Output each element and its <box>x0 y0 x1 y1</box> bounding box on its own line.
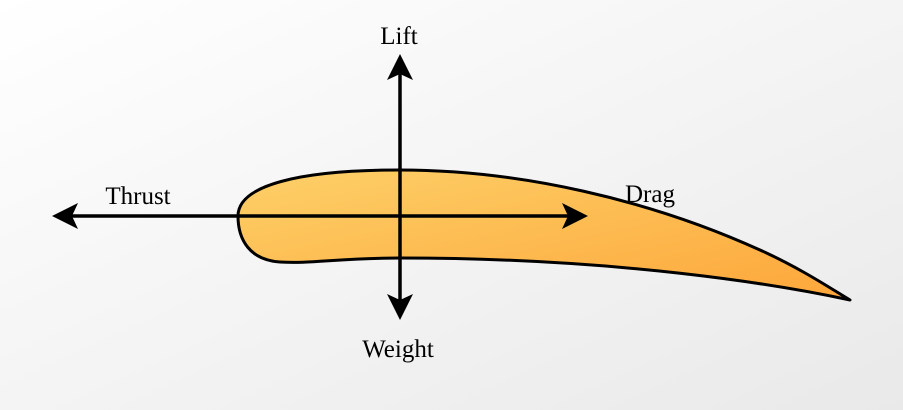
lift-arrowhead <box>387 54 413 80</box>
thrust-arrowhead <box>52 203 78 229</box>
drag-label: Drag <box>625 181 675 208</box>
thrust-label: Thrust <box>105 183 170 210</box>
weight-arrowhead <box>387 294 413 320</box>
weight-label: Weight <box>362 336 434 363</box>
drag-arrowhead <box>562 203 588 229</box>
lift-label: Lift <box>380 23 418 50</box>
